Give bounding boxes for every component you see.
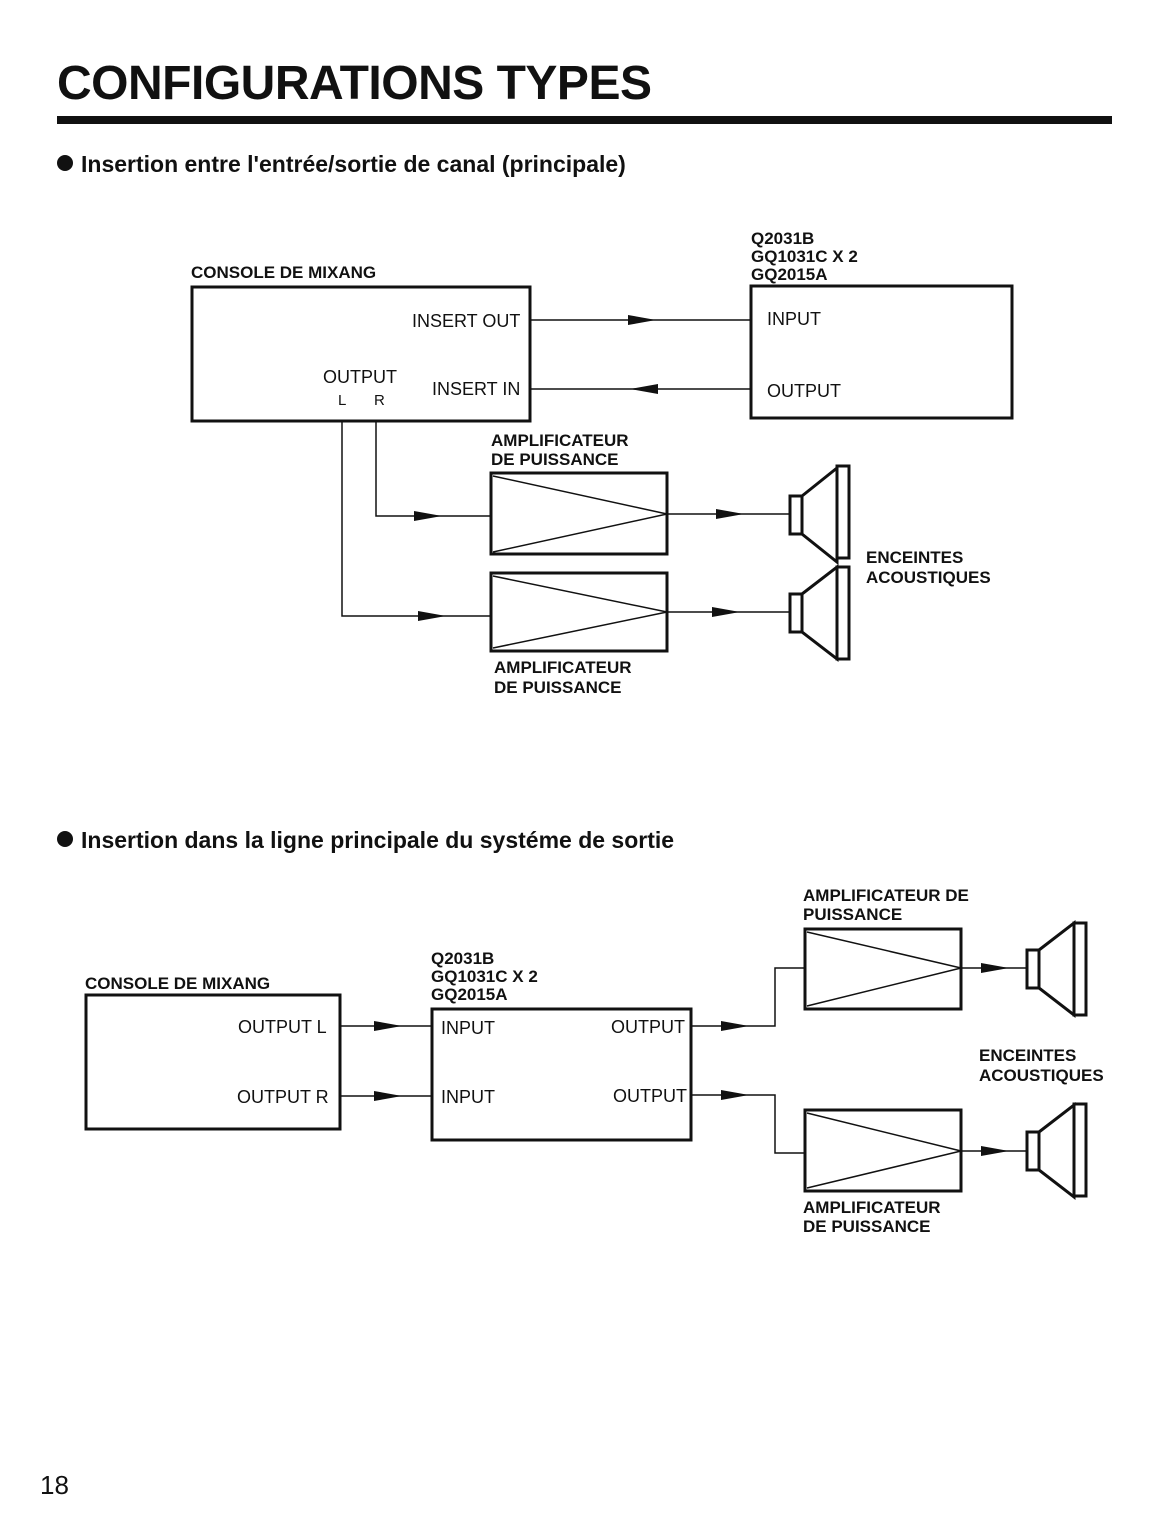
device-input-1-label: INPUT <box>441 1018 495 1038</box>
speakers-label-2: ACOUSTIQUES <box>979 1066 1104 1085</box>
output-r-wire <box>375 421 491 517</box>
section1-heading: Insertion entre l'entrée/sortie de canal… <box>57 151 626 178</box>
power-amplifier-bottom-box <box>489 571 669 653</box>
device-output-2-label: OUTPUT <box>613 1086 687 1106</box>
arrow-right-icon <box>721 1090 749 1100</box>
output-l-label: L <box>338 392 346 409</box>
output-l-label: OUTPUT L <box>238 1017 327 1037</box>
section2-heading: Insertion dans la ligne principale du sy… <box>57 827 674 854</box>
speakers-label-1: ENCEINTES <box>979 1046 1076 1065</box>
diagram-main-output-insert: CONSOLE DE MIXANG OUTPUT L OUTPUT R Q203… <box>84 886 1104 1236</box>
arrow-right-icon <box>981 963 1009 973</box>
amplifier-triangle-icon <box>806 931 962 1007</box>
output-r-label: OUTPUT R <box>237 1087 329 1107</box>
mixing-console-box <box>84 993 342 1131</box>
arrow-right-icon <box>981 1146 1009 1156</box>
amp-bottom-label-1: AMPLIFICATEUR <box>803 1198 941 1217</box>
amp-bottom-label-2: DE PUISSANCE <box>803 1217 931 1236</box>
console-label: CONSOLE DE MIXANG <box>85 974 270 993</box>
power-amplifier-top-box <box>489 471 669 556</box>
arrow-right-icon <box>716 509 744 519</box>
bullet-icon <box>57 155 73 171</box>
amplifier-triangle-icon <box>492 575 668 649</box>
device-input-2-label: INPUT <box>441 1087 495 1107</box>
speaker-icon <box>1025 919 1088 1019</box>
amp-top-label-1: AMPLIFICATEUR DE <box>803 886 969 905</box>
device-model-2: GQ1031C X 2 <box>751 247 858 266</box>
page-number: 18 <box>40 1470 69 1500</box>
arrow-right-icon <box>414 511 442 521</box>
diagram-channel-insert: CONSOLE DE MIXANG INSERT OUT INSERT IN O… <box>190 229 1014 697</box>
speaker-icon <box>788 563 851 663</box>
amplifier-triangle-icon <box>806 1112 962 1189</box>
arrow-left-icon <box>630 384 658 394</box>
arrow-right-icon <box>721 1021 749 1031</box>
amp-top-label-1: AMPLIFICATEUR <box>491 431 629 450</box>
power-amplifier-top-box <box>803 927 963 1011</box>
amplifier-triangle-icon <box>492 475 668 553</box>
title-rule <box>57 116 1112 124</box>
output-r-label: R <box>374 392 385 409</box>
power-amplifier-bottom-box <box>803 1108 963 1193</box>
processor-device-box <box>430 1007 693 1142</box>
device-input-label: INPUT <box>767 309 821 329</box>
device-model-1: Q2031B <box>751 229 814 248</box>
bullet-icon <box>57 831 73 847</box>
amp-bottom-label-2: DE PUISSANCE <box>494 678 622 697</box>
device-output-label: OUTPUT <box>767 381 841 401</box>
console-output-label: OUTPUT <box>323 367 397 387</box>
device-model-3: GQ2015A <box>751 265 828 284</box>
section2-heading-text: Insertion dans la ligne principale du sy… <box>81 827 675 853</box>
insert-out-label: INSERT OUT <box>412 311 520 331</box>
arrow-right-icon <box>712 607 740 617</box>
device-model-1: Q2031B <box>431 949 494 968</box>
mixing-console-box <box>190 285 532 423</box>
device-model-3: GQ2015A <box>431 985 508 1004</box>
device-output-1-label: OUTPUT <box>611 1017 685 1037</box>
device-model-2: GQ1031C X 2 <box>431 967 538 986</box>
insert-in-label: INSERT IN <box>432 379 520 399</box>
device-to-amp-bottom-wire <box>691 1094 805 1154</box>
speaker-icon <box>1025 1101 1088 1201</box>
section1-heading-text: Insertion entre l'entrée/sortie de canal… <box>81 151 626 177</box>
arrow-right-icon <box>418 611 446 621</box>
amp-top-label-2: DE PUISSANCE <box>491 450 619 469</box>
arrow-right-icon <box>374 1021 402 1031</box>
speaker-icon <box>788 464 851 566</box>
arrow-right-icon <box>628 315 656 325</box>
page-title: CONFIGURATIONS TYPES <box>57 57 652 110</box>
speakers-label-1: ENCEINTES <box>866 548 963 567</box>
arrow-right-icon <box>374 1091 402 1101</box>
console-label: CONSOLE DE MIXANG <box>191 263 376 282</box>
amp-top-label-2: PUISSANCE <box>803 905 902 924</box>
speakers-label-2: ACOUSTIQUES <box>866 568 991 587</box>
processor-device-box <box>749 284 1014 420</box>
device-to-amp-top-wire <box>691 967 805 1027</box>
amp-bottom-label-1: AMPLIFICATEUR <box>494 658 632 677</box>
